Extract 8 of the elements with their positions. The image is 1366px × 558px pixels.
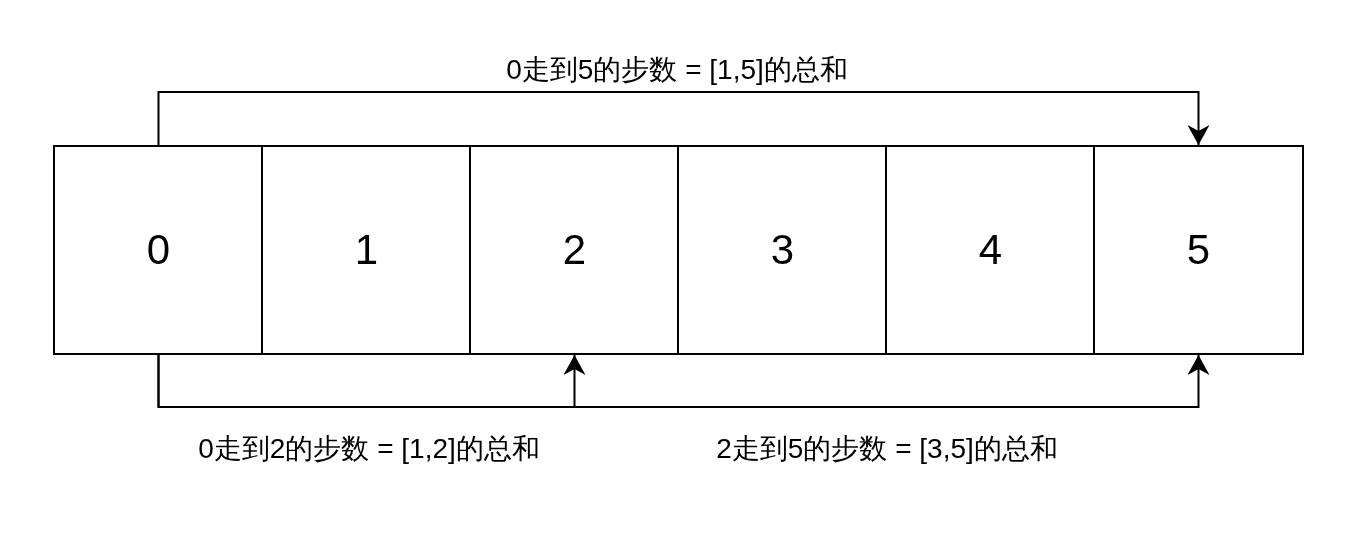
- array-cell: 4: [885, 145, 1096, 355]
- array-cell: 3: [677, 145, 888, 355]
- connector-arrow: [157, 91, 1210, 146]
- array-cell: 1: [261, 145, 472, 355]
- array-cell: 5: [1093, 145, 1304, 355]
- array-cell: 2: [469, 145, 680, 355]
- connector-arrow: [157, 354, 1210, 408]
- array-cell: 0: [53, 145, 264, 355]
